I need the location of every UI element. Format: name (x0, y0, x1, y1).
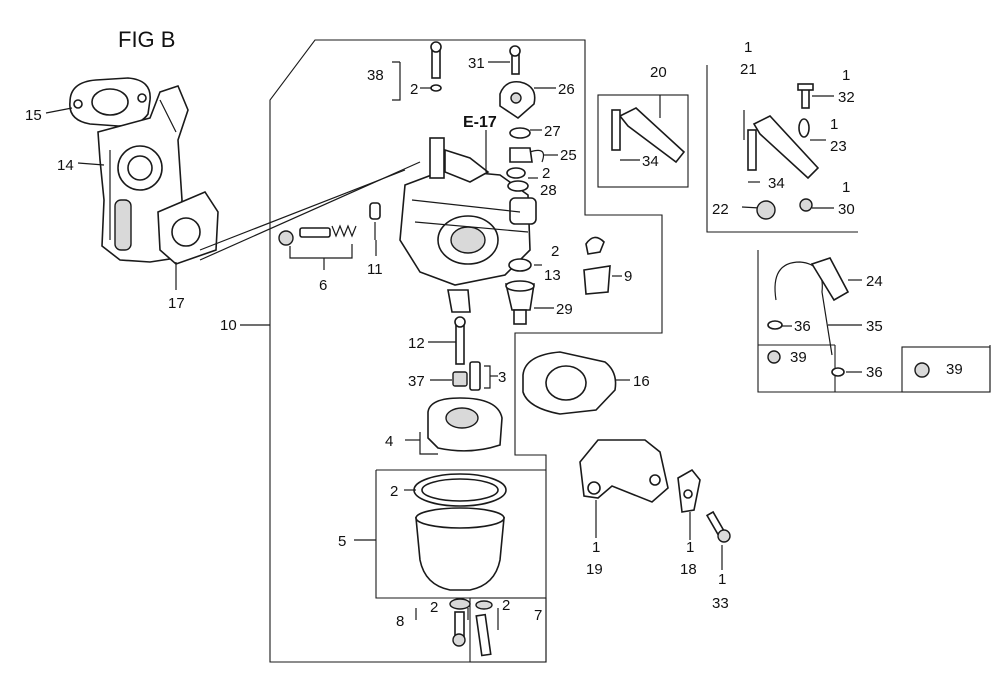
carburetor-body (399, 137, 537, 313)
label-3: 3 (498, 369, 506, 386)
gasket-16 (522, 351, 617, 415)
label-34-b: 34 (768, 175, 785, 192)
label-11: 11 (367, 261, 383, 278)
drain-29 (504, 280, 535, 325)
label-16: 16 (633, 373, 650, 390)
float-bowl-5 (413, 473, 507, 610)
float-pin-9 (583, 236, 611, 295)
label-5: 5 (338, 533, 346, 550)
label-35: 35 (866, 318, 883, 335)
lever-21 (743, 110, 820, 180)
label-24: 24 (866, 273, 883, 290)
bolt-7 (475, 600, 493, 657)
clip-36 (767, 320, 845, 377)
label-2-e: 2 (430, 599, 438, 616)
label-2-f: 2 (502, 597, 510, 614)
label-21: 21 (740, 61, 757, 78)
label-36-a: 36 (794, 318, 811, 335)
cover-26 (499, 45, 536, 120)
label-37: 37 (408, 373, 425, 390)
label-27: 27 (544, 123, 561, 140)
ref-e17: E-17 (463, 114, 497, 131)
nut-39 (767, 350, 930, 378)
needle-12 (454, 316, 466, 365)
label-1-32: 1 (842, 67, 850, 84)
label-2-c: 2 (551, 243, 559, 260)
label-14: 14 (57, 157, 74, 174)
label-12: 12 (408, 335, 425, 352)
figure-title: FIG B (118, 27, 175, 52)
label-20: 20 (650, 64, 667, 81)
label-1-19: 1 (592, 539, 600, 556)
box-part-5 (375, 469, 546, 599)
label-1-30: 1 (842, 179, 850, 196)
label-32: 32 (838, 89, 855, 106)
o-ring-13 (508, 258, 532, 272)
valve-parts-25-27-28 (506, 127, 545, 192)
label-7: 7 (534, 607, 542, 624)
label-31: 31 (468, 55, 485, 72)
float-37-3 (452, 361, 491, 391)
box-part-7 (469, 597, 547, 663)
label-23: 23 (830, 138, 847, 155)
bolt-38 (392, 41, 442, 101)
float-4 (419, 397, 503, 455)
label-1-23: 1 (830, 116, 838, 133)
label-29: 29 (556, 301, 573, 318)
spring-11 (369, 202, 381, 240)
label-17: 17 (168, 295, 185, 312)
label-4: 4 (385, 433, 393, 450)
label-1-18: 1 (686, 539, 694, 556)
label-15: 15 (25, 107, 42, 124)
gasket-17 (157, 191, 219, 265)
leader-lines (45, 61, 862, 630)
label-34-a: 34 (642, 153, 659, 170)
label-25: 25 (560, 147, 577, 164)
leader-17-to-carb-b (199, 169, 406, 251)
gasket-15 (69, 77, 151, 127)
label-2-a: 2 (410, 81, 418, 98)
label-39-a: 39 (790, 349, 807, 366)
label-26: 26 (558, 81, 575, 98)
bracket-19 (579, 439, 669, 503)
label-28: 28 (540, 182, 557, 199)
label-30: 30 (838, 201, 855, 218)
clip-18 (677, 468, 701, 513)
screw-32 (797, 83, 814, 109)
screw-33 (705, 510, 731, 543)
lever-20 (611, 107, 686, 164)
label-13: 13 (544, 267, 561, 284)
label-36-b: 36 (866, 364, 883, 381)
label-18: 18 (680, 561, 697, 578)
carburetor-group-boundary (269, 39, 663, 663)
box-right-upper (706, 65, 858, 233)
box-part-20 (597, 94, 689, 188)
label-10: 10 (220, 317, 237, 334)
box-part-39 (901, 346, 991, 393)
spring-23 (798, 118, 810, 138)
label-33: 33 (712, 595, 729, 612)
label-8: 8 (396, 613, 404, 630)
label-1-21: 1 (744, 39, 752, 56)
pilot-screw-6 (278, 224, 357, 259)
label-22: 22 (712, 201, 729, 218)
label-2-b: 2 (542, 165, 550, 182)
label-38: 38 (367, 67, 384, 84)
label-6: 6 (319, 277, 327, 294)
nut-30 (799, 198, 813, 212)
screw-22 (741, 200, 776, 220)
bolt-8 (452, 611, 466, 647)
tube-35 (774, 257, 850, 356)
label-1-33: 1 (718, 571, 726, 588)
label-19: 19 (586, 561, 603, 578)
label-9: 9 (624, 268, 632, 285)
label-39-b: 39 (946, 361, 963, 378)
label-2-d: 2 (390, 483, 398, 500)
